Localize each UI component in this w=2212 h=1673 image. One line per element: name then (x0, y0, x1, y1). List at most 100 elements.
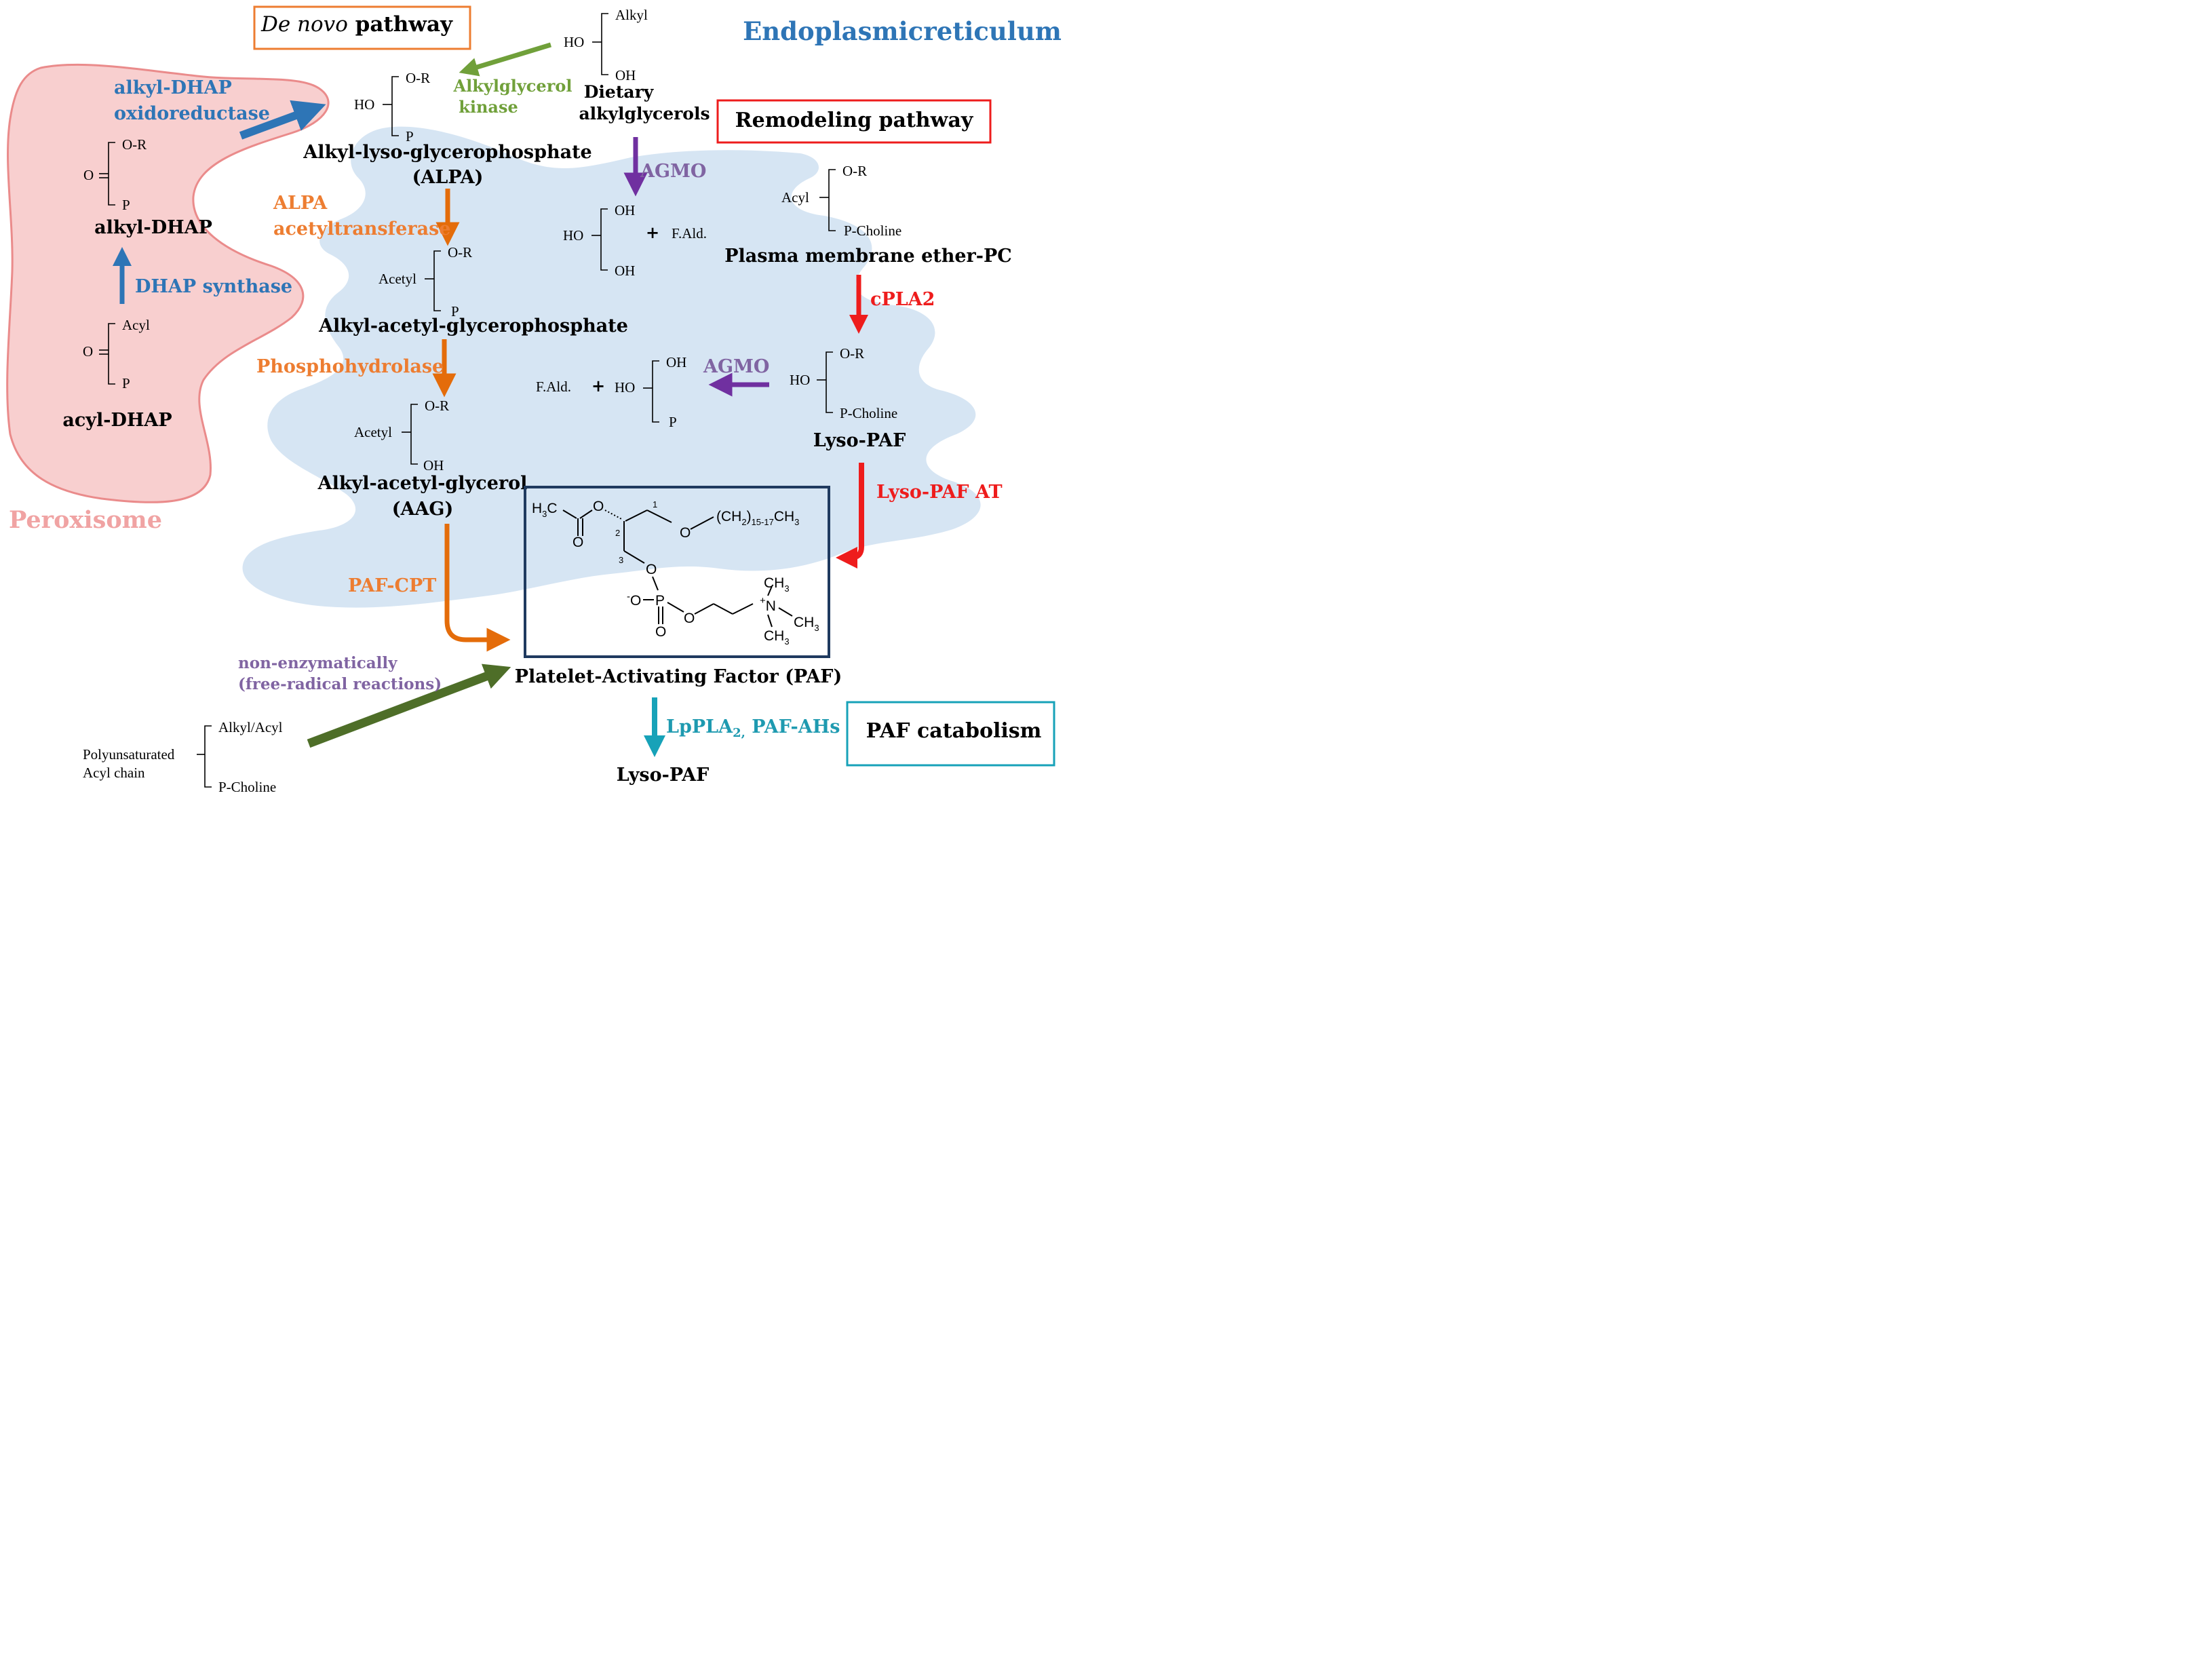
de-novo-rest: pathway (348, 12, 453, 37)
paf-chain-sub: 2 (741, 517, 746, 527)
agmo-mid-label: AGMO (703, 356, 769, 377)
paf-ahs-label: PAF-AHs (745, 716, 840, 737)
paf-cpt-label: PAF-CPT (348, 575, 436, 596)
svg-text:De novo pathway: De novo pathway (260, 12, 453, 37)
paf-catabolism-box: PAF catabolism (846, 701, 1055, 767)
aagp-acetyl: Acetyl (379, 271, 416, 287)
aag-oh: OH (423, 457, 444, 474)
alkyl-dhap-or: O-R (122, 136, 147, 153)
paf-biosynthesis-diagram: De novo pathway Remodeling pathway Endop… (6, 5, 1062, 795)
glycerophosphate-ho: HO (615, 379, 635, 396)
non-enzymatic-arrow (307, 664, 511, 748)
paf-ester-o: O (593, 499, 604, 514)
paf-name: Platelet-Activating Factor (PAF) (515, 666, 842, 687)
alpa-p: P (406, 128, 414, 145)
agmo-top-label: AGMO (640, 161, 706, 182)
paf-chain-end: CH (774, 509, 794, 524)
alpa-structure: O-R HO P (354, 70, 430, 145)
svg-text:CH3: CH3 (764, 575, 790, 594)
dietary-name-2: alkylglycerols (579, 104, 710, 123)
lyso-paf-pcholine: P-Choline (840, 405, 897, 421)
dietary-name-1: Dietary (584, 82, 655, 102)
peroxisome-label: Peroxisome (9, 506, 162, 534)
aagp-or: O-R (448, 244, 472, 261)
alkylglycerol-kinase-arrow (459, 42, 552, 77)
paf-o-anion: O (630, 593, 641, 609)
oxidoreductase-label-1: alkyl-DHAP (114, 77, 232, 98)
ether-pc-or: O-R (842, 163, 867, 179)
paf-ch3-top: CH (764, 575, 784, 591)
dietary-ho: HO (564, 34, 584, 50)
alpa-at-label-1: ALPA (273, 193, 328, 214)
fald-top: F.Ald. (672, 225, 707, 242)
glycerol-oh-top: OH (615, 202, 635, 218)
glycerol-structure: OH HO OH (563, 202, 635, 279)
aag-or: O-R (425, 398, 449, 414)
svg-text:(CH2)15-17CH3: (CH2)15-17CH3 (716, 509, 799, 527)
svg-text:H3C: H3C (532, 501, 558, 519)
alkyl-dhap-o: O (83, 167, 94, 183)
lyso-paf-bottom-name: Lyso-PAF (617, 765, 710, 786)
paf-catabolism-label: PAF catabolism (866, 719, 1042, 743)
paf-carbonyl-o: O (573, 535, 583, 550)
peroxisome-shape (6, 63, 330, 503)
lyso-paf-or: O-R (840, 345, 864, 362)
oxidized-pc-alkyl-acyl: Alkyl/Acyl (218, 719, 283, 735)
svg-text:-O: -O (627, 591, 641, 609)
paf-carbon-1: 1 (653, 499, 657, 509)
oxidized-pc-structure: Alkyl/Acyl Polyunsaturated Acyl chain P-… (83, 719, 283, 795)
paf-phosphate-o1: O (646, 562, 657, 577)
remodeling-pathway-box: Remodeling pathway (716, 99, 992, 144)
glycerophosphate-p: P (669, 414, 677, 430)
paf-carbon-3: 3 (619, 555, 623, 565)
dietary-alkyl: Alkyl (615, 7, 648, 23)
alkyl-dhap-p: P (122, 197, 130, 213)
aag-acetyl: Acetyl (354, 424, 392, 440)
paf-h: H (532, 501, 542, 516)
lppla2-sub: 2, (733, 726, 745, 740)
non-enzymatic-label-1: non-enzymatically (238, 654, 397, 672)
svg-text:LpPLA2, PAF-AHs: LpPLA2, PAF-AHs (666, 716, 840, 740)
paf-ch3-bottom-sub: 3 (784, 636, 789, 647)
aag-name-2: (AAG) (392, 499, 454, 520)
plus-sign-top: + (646, 223, 659, 242)
aagp-structure: O-R Acetyl P (379, 244, 472, 320)
paf-phosphate-o2: O (684, 611, 695, 626)
paf-c: C (547, 501, 557, 516)
paf-chain-range: 15-17 (752, 517, 774, 527)
alkylglycerol-kinase-label-2: kinase (459, 97, 518, 117)
remodeling-pathway-label: Remodeling pathway (735, 109, 974, 132)
paf-structure-box (524, 486, 830, 658)
dietary-oh: OH (615, 67, 636, 83)
paf-n: N (766, 598, 776, 614)
plus-sign-mid: + (591, 376, 605, 396)
non-enzymatic-label-2: (free-radical reactions) (238, 675, 442, 693)
aagp-name: Alkyl-acetyl-glycerophosphate (318, 315, 628, 336)
paf-molecule: H3C O O O (CH2)15-17CH3 1 2 3 O P -O O (532, 499, 819, 647)
oxidized-pc-pufa-2: Acyl chain (83, 765, 145, 781)
lyso-paf-structure: O-R HO P-Choline (790, 345, 897, 421)
oxidized-pc-pcholine: P-Choline (218, 779, 276, 795)
de-novo-italic: De novo (260, 12, 348, 37)
alpa-name-2: (ALPA) (412, 167, 484, 188)
alkyl-dhap-structure: O-R O P (83, 136, 147, 213)
svg-text:+N: +N (760, 595, 776, 614)
paf-p-double-o: O (655, 624, 666, 640)
paf-chain-close: ) (747, 509, 752, 524)
dhap-synthase-label: DHAP synthase (135, 276, 292, 297)
acyl-dhap-acyl: Acyl (122, 317, 150, 333)
paf-ch3-right: CH (794, 615, 814, 630)
paf-chain-open: (CH (716, 509, 741, 524)
paf-chain-end-sub: 3 (794, 517, 799, 527)
lppla2-label: LpPLA (666, 716, 733, 737)
alpa-ho: HO (354, 96, 374, 113)
ether-pc-acyl: Acyl (781, 189, 809, 206)
dietary-alkylglycerol-structure: Alkyl HO OH (564, 7, 648, 83)
acyl-dhap-structure: Acyl O P (83, 317, 150, 391)
acyl-dhap-p: P (122, 375, 130, 391)
phosphohydrolase-label: Phosphohydrolase (256, 356, 444, 377)
alpa-at-label-2: acetyltransferase (273, 218, 450, 239)
glycerophosphate-structure: OH HO P (615, 354, 686, 430)
acyl-dhap-o: O (83, 343, 93, 360)
paf-n-plus: + (760, 595, 766, 607)
